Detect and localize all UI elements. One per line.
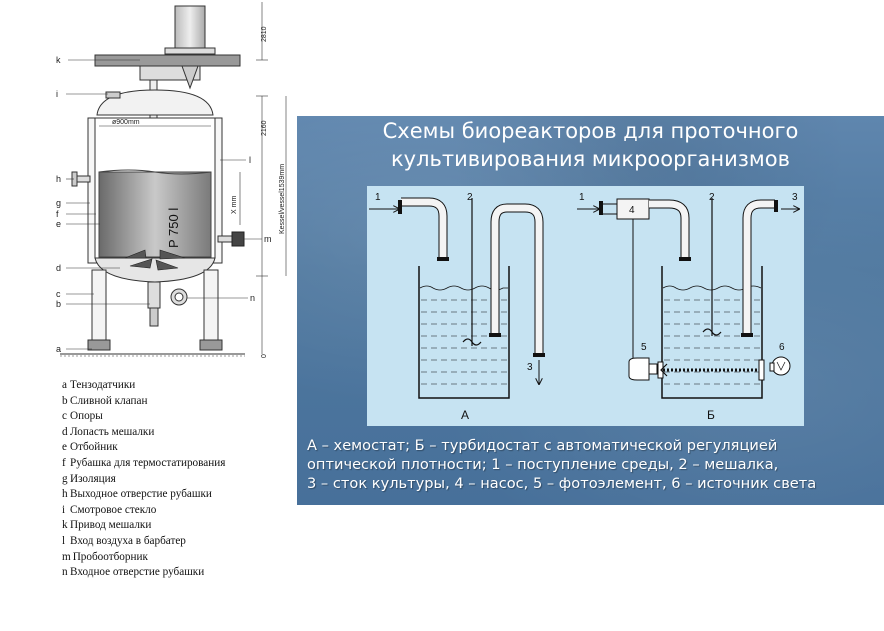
scheme-b-number-6: 6 (779, 342, 785, 353)
scheme-a-label: А (461, 408, 469, 422)
part-letter-h: h (56, 174, 61, 184)
bioreactor-drawing: k i h g f e d c b a l m n P 750 l ø900mm… (56, 2, 287, 358)
dim-top-height: 2810 (261, 26, 268, 42)
part-letter-i: i (56, 89, 58, 99)
dim-ground: 0 (261, 354, 268, 358)
support-legs (87, 269, 223, 351)
part-letter-a: a (56, 344, 61, 354)
scheme-a-number-1: 1 (375, 192, 381, 203)
part-letter-e: e (56, 219, 61, 229)
scheme-a-number-2: 2 (467, 192, 473, 203)
bioreactor-schemes-slide: Схемы биореакторов для проточного культи… (297, 116, 884, 505)
part-letter-m: m (264, 234, 272, 244)
vessel-volume-label: P 750 l (166, 208, 181, 248)
vessel-liquid (98, 171, 212, 258)
flow-culture-schemes: 1 2 3 А (367, 186, 804, 426)
slide-caption: А – хемостат; Б – турбидостат с автомати… (307, 437, 817, 492)
scheme-b-number-5: 5 (641, 342, 647, 353)
scheme-b-number-1: 1 (579, 192, 585, 203)
part-letter-f: f (56, 209, 59, 219)
scheme-b-number-4: 4 (629, 205, 635, 216)
dim-vessel-height: Kessel/vessel1539mm (279, 164, 286, 234)
scheme-b-number-3: 3 (792, 192, 798, 203)
scheme-chemostat (369, 197, 545, 399)
part-letter-k: k (56, 55, 61, 65)
part-letter-g: g (56, 198, 61, 208)
agitator-motor (174, 5, 206, 55)
dim-upper-height: 2160 (261, 120, 268, 136)
dim-fill-height: X mm (231, 196, 238, 214)
scheme-b-number-2: 2 (709, 192, 715, 203)
part-letter-b: b (56, 299, 61, 309)
part-letter-l: l (249, 155, 251, 165)
light-bulb-icon (769, 356, 791, 376)
agitator-drive-bridge (94, 54, 241, 67)
vessel-dome (96, 89, 214, 116)
scheme-a-number-3: 3 (527, 362, 533, 373)
vessel-bottom (94, 257, 216, 283)
scheme-turbidostat (577, 198, 799, 399)
part-letter-n: n (250, 293, 255, 303)
diameter-label: ø900mm (112, 119, 140, 126)
scheme-b-label: Б (707, 408, 715, 422)
impeller (124, 249, 186, 271)
part-letter-d: d (56, 263, 61, 273)
part-letter-c: c (56, 289, 61, 299)
photoelement (628, 357, 650, 381)
slide-title: Схемы биореакторов для проточного культи… (382, 119, 799, 171)
